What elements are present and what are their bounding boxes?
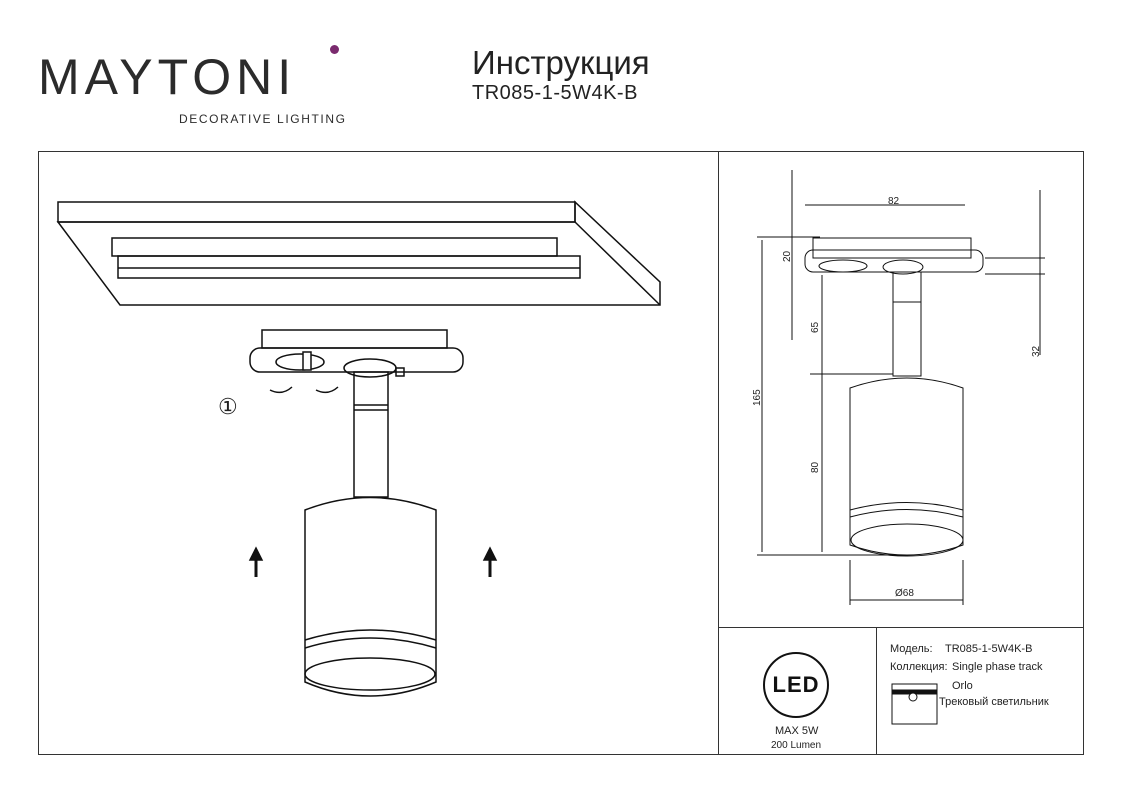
- dim-offset: 32: [1031, 345, 1042, 357]
- fixture-type: Трековый светильник: [939, 696, 1049, 708]
- technical-drawing: [757, 170, 1045, 605]
- fixture-illustration: [248, 329, 498, 697]
- collection-label: Коллекция:: [890, 661, 948, 673]
- dim-diameter: Ø68: [895, 588, 914, 599]
- collection-value: Single phase track: [952, 661, 1043, 673]
- ceiling-track: [56, 200, 661, 306]
- drawing-frame: [38, 151, 1084, 755]
- page-title: Инструкция: [472, 44, 650, 81]
- divider: [718, 627, 1084, 628]
- dim-stem: 65: [810, 321, 821, 333]
- dim-width: 82: [888, 196, 900, 207]
- divider: [718, 151, 719, 755]
- model-value: TR085-1-5W4K-B: [945, 643, 1033, 655]
- logo-dot: [330, 45, 339, 54]
- led-icon: LED: [763, 652, 829, 718]
- model-heading: TR085-1-5W4K-B: [472, 82, 638, 104]
- dim-total-height: 165: [752, 389, 763, 406]
- dim-adapter-height: 20: [782, 250, 793, 262]
- dim-body-height: 80: [810, 461, 821, 473]
- divider: [876, 627, 877, 755]
- model-label: Модель:: [890, 643, 933, 655]
- brand-logo: MAYTONI: [38, 49, 297, 105]
- lumen: 200 Lumen: [771, 740, 822, 751]
- max-power: MAX 5W: [775, 725, 819, 737]
- brand-tagline: DECORATIVE LIGHTING: [179, 112, 347, 126]
- step-marker: ①: [218, 394, 238, 419]
- series-name: Orlo: [952, 680, 973, 692]
- track-fixture-icon: [891, 683, 938, 725]
